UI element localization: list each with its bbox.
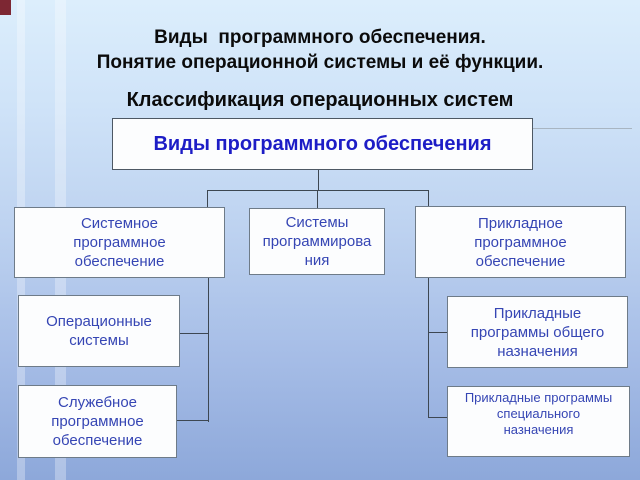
root-node: Виды программного обеспечения	[112, 118, 533, 170]
connector-drop-programming	[317, 190, 318, 208]
node-programming-systems: Системы программирова ния	[249, 208, 385, 275]
connector-root-drop	[318, 170, 319, 190]
node-label: Прикладное программное обеспечение	[474, 214, 567, 270]
connector-stub-utility	[177, 420, 208, 421]
node-label: Прикладные программы специального назнач…	[464, 390, 613, 437]
node-system-software: Системное программное обеспечение	[14, 207, 225, 278]
connector-stub-general	[428, 332, 447, 333]
node-label: Прикладные программы общего назначения	[470, 304, 605, 360]
node-special-purpose-apps: Прикладные программы специального назнач…	[447, 386, 630, 457]
node-general-purpose-apps: Прикладные программы общего назначения	[447, 296, 628, 368]
node-utility-software: Служебное программное обеспечение	[18, 385, 177, 458]
connector-stub-special	[428, 417, 447, 418]
node-application-software: Прикладное программное обеспечение	[415, 206, 626, 278]
connector-system-branch	[208, 278, 209, 422]
connector-spread	[207, 190, 429, 191]
corner-accent	[0, 0, 11, 15]
connector-drop-system	[207, 190, 208, 207]
connector-drop-application	[428, 190, 429, 206]
slide-header: Виды программного обеспечения. Понятие о…	[0, 25, 640, 112]
title-line-1: Виды программного обеспечения.	[154, 27, 486, 48]
node-label: Служебное программное обеспечение	[51, 394, 144, 449]
node-label: Операционные системы	[46, 313, 152, 349]
connector-stub-os	[180, 333, 208, 334]
node-label: Системное программное обеспечение	[73, 215, 166, 270]
decorative-line	[533, 128, 632, 129]
title-line-2: Понятие операционной системы и её функци…	[96, 52, 544, 73]
node-label: Системы программирова ния	[262, 214, 372, 269]
connector-application-branch	[428, 278, 429, 417]
subtitle: Классификация операционных систем	[126, 89, 514, 111]
node-operating-systems: Операционные системы	[18, 295, 180, 367]
root-node-label: Виды программного обеспечения	[153, 132, 492, 155]
